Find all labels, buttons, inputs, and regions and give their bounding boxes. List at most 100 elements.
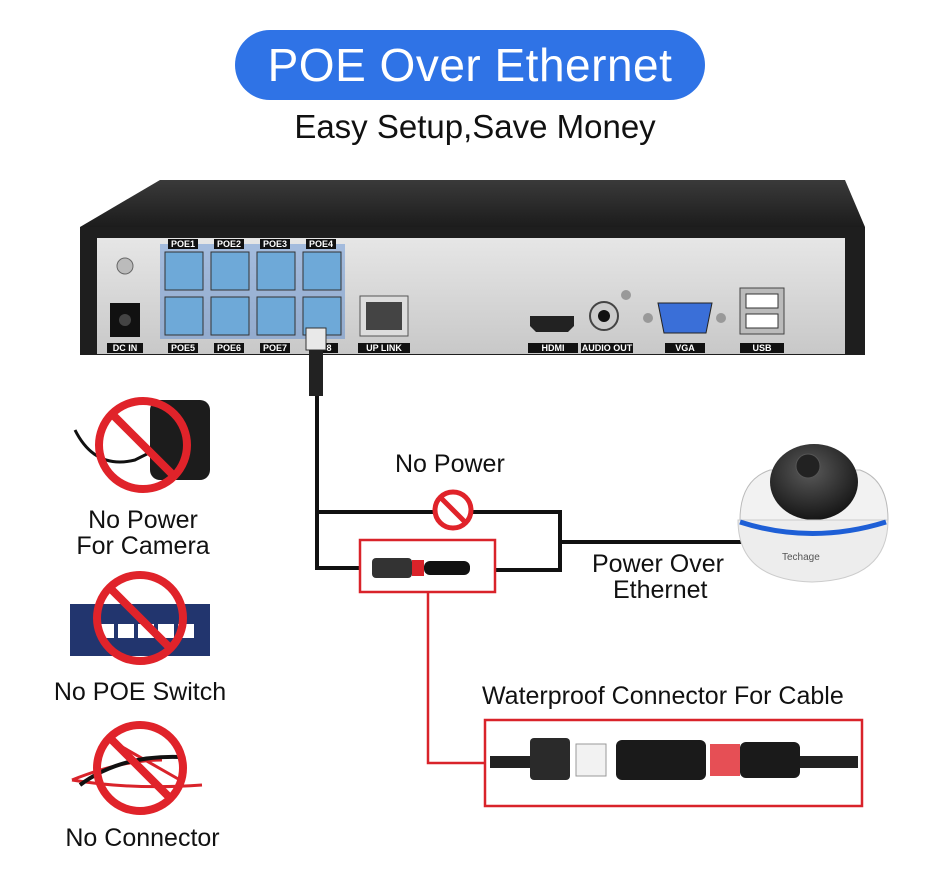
usb-port: [745, 313, 779, 329]
dome-camera: Techage: [737, 444, 889, 583]
poe-bottom-row: POE5 POE6 POE7 8: [168, 343, 338, 353]
nvr-device: DC IN POE1 POE2 POE3 POE4 POE5: [80, 180, 865, 355]
forbid-slash: [107, 735, 173, 801]
audio-jack-icon: [598, 310, 610, 322]
uplink-label: UP LINK: [366, 343, 402, 353]
no-power-forbid: [432, 489, 474, 531]
forbid-slash: [107, 585, 173, 651]
usb-port: [745, 293, 779, 309]
plug-boot: [309, 350, 323, 396]
connector-tail: [424, 561, 470, 575]
red-pointer-line: [426, 592, 485, 765]
no-power-camera-line2: For Camera: [76, 532, 210, 560]
dc-in-jack-icon: [119, 314, 131, 326]
rj45-port: [256, 251, 296, 291]
vga-screw-icon: [643, 313, 653, 323]
vga-label: VGA: [675, 343, 695, 353]
poe-port-label: POE4: [309, 239, 333, 249]
poe-label-bg: [260, 343, 290, 353]
forbid-icon: [93, 571, 187, 665]
vga-screw-icon: [716, 313, 726, 323]
page-subtitle: Easy Setup,Save Money: [294, 108, 656, 145]
connector-housing: [616, 740, 706, 780]
uplink-label-bg: [358, 343, 410, 353]
forbid-icon: [95, 397, 191, 493]
poe-label-bg: [214, 343, 244, 353]
cable-end: [800, 756, 858, 768]
poe-label-bg: [214, 239, 244, 249]
rj45-port: [302, 251, 342, 291]
hdmi-label: HDMI: [542, 343, 565, 353]
poe-port-label: POE7: [263, 343, 287, 353]
camera-lens-icon: [795, 453, 821, 479]
poe-port-label: POE6: [217, 343, 241, 353]
power-adapter-item: [73, 397, 210, 493]
poe-switch-item: [70, 571, 210, 665]
vga-port: [657, 302, 713, 334]
camera-base: [737, 519, 889, 583]
audio-screw-icon: [621, 290, 631, 300]
poe-port-label: POE1: [171, 239, 195, 249]
rj45-port: [210, 296, 250, 336]
ethernet-plug: [305, 327, 327, 396]
cable-lines: [315, 396, 745, 572]
nut-icon: [530, 738, 570, 780]
waterproof-box: [483, 718, 864, 808]
poe-ports: [164, 251, 342, 336]
switch-port: [118, 624, 134, 638]
camera-blue-ring: [739, 519, 887, 536]
poe-port-label: POE3: [263, 239, 287, 249]
no-connector-label: No Connector: [65, 824, 220, 852]
no-power-label: No Power: [395, 450, 505, 478]
poe-label-bg: [168, 239, 198, 249]
poe-label-bg: [260, 239, 290, 249]
poe-port-label: POE5: [171, 343, 195, 353]
usb-label: USB: [752, 343, 772, 353]
adapter-body: [150, 400, 210, 480]
audio-out-label: AUDIO OUT: [582, 343, 633, 353]
forbid-icon: [93, 721, 187, 815]
audio-label-bg: [581, 343, 633, 353]
hdmi-port: [530, 316, 574, 332]
forbid-slash: [109, 411, 177, 479]
plug-head: [305, 327, 327, 351]
dc-in-label: DC IN: [113, 343, 138, 353]
cable-end: [490, 756, 530, 768]
hdmi-label-bg: [528, 343, 578, 353]
poe-label-bg: [168, 343, 198, 353]
poe-port-label: POE2: [217, 239, 241, 249]
o-ring: [710, 744, 740, 776]
dc-in-label-bg: [107, 343, 143, 353]
rj45-port: [164, 251, 204, 291]
cable-connector-small: [372, 558, 470, 578]
connector-ring: [412, 560, 424, 576]
connector-body: [372, 558, 412, 578]
poe-port-label: 8: [326, 343, 331, 353]
power-over-label-line2: Ethernet: [613, 576, 708, 604]
rj45-port: [210, 251, 250, 291]
splitter-cable-black: [78, 754, 181, 787]
rj45-port: [256, 296, 296, 336]
power-over-label-line1: Power Over: [592, 550, 724, 578]
socket-housing: [740, 742, 800, 778]
title-banner: POE Over Ethernet: [235, 30, 705, 100]
poe-label-bg: [320, 343, 338, 353]
no-poe-switch-label: No POE Switch: [53, 678, 227, 706]
waterproof-label: Waterproof Connector For Cable: [482, 682, 844, 710]
no-power-camera-line1: No Power: [88, 506, 198, 534]
seal-ring: [575, 743, 607, 777]
ground-screw-icon: [116, 257, 134, 275]
waterproof-connector: [490, 738, 858, 780]
camera-brand: Techage: [782, 552, 820, 563]
page-title: POE Over Ethernet: [267, 39, 673, 91]
uplink-socket: [366, 302, 402, 330]
poe-top-row: POE1 POE2 POE3 POE4: [168, 239, 336, 249]
splitter-item: [71, 721, 203, 815]
usb-label-bg: [740, 343, 784, 353]
nvr-top: [80, 180, 865, 227]
poe-label-bg: [306, 239, 336, 249]
cable-main: [315, 396, 360, 570]
camera-dome: [770, 444, 858, 520]
forbid-slash: [439, 496, 467, 524]
